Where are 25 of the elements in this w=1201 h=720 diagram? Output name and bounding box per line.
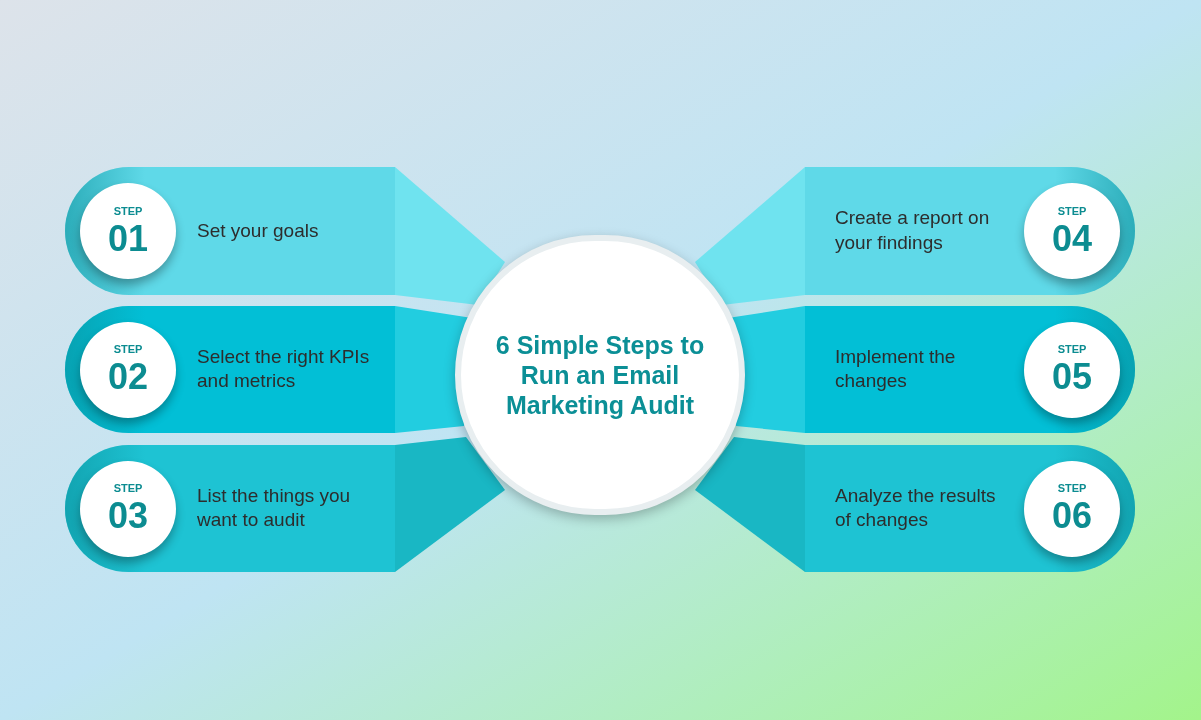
step-band [805, 445, 1135, 572]
step-label: STEP [1057, 205, 1087, 217]
step-band [65, 306, 395, 433]
step-text: Analyze the results of changes [835, 483, 997, 533]
step-band [65, 445, 395, 572]
step-text: Set your goals [197, 218, 320, 243]
step-number: 04 [1051, 220, 1092, 257]
step-text: Select the right KPIs and metrics [197, 344, 371, 394]
step-text: List the things you want to audit [197, 483, 352, 533]
step-band [805, 306, 1135, 433]
step-number: 02 [107, 359, 148, 395]
step-number: 03 [107, 498, 148, 534]
step-number: 05 [1051, 359, 1092, 395]
step-label: STEP [113, 344, 143, 355]
step-text: Create a report on your findings [835, 206, 991, 255]
step-text: Implement the changes [835, 344, 957, 394]
step-label: STEP [1057, 344, 1087, 355]
step-label: STEP [113, 483, 143, 494]
step-number: 06 [1051, 498, 1092, 534]
step-label: STEP [113, 205, 143, 217]
step-band [65, 167, 395, 295]
step-number: 01 [107, 220, 148, 257]
step-band [805, 167, 1135, 295]
step-label: STEP [1057, 483, 1087, 494]
title-text: 6 Simple Steps to Run an Email Marketing Audit [494, 330, 706, 420]
